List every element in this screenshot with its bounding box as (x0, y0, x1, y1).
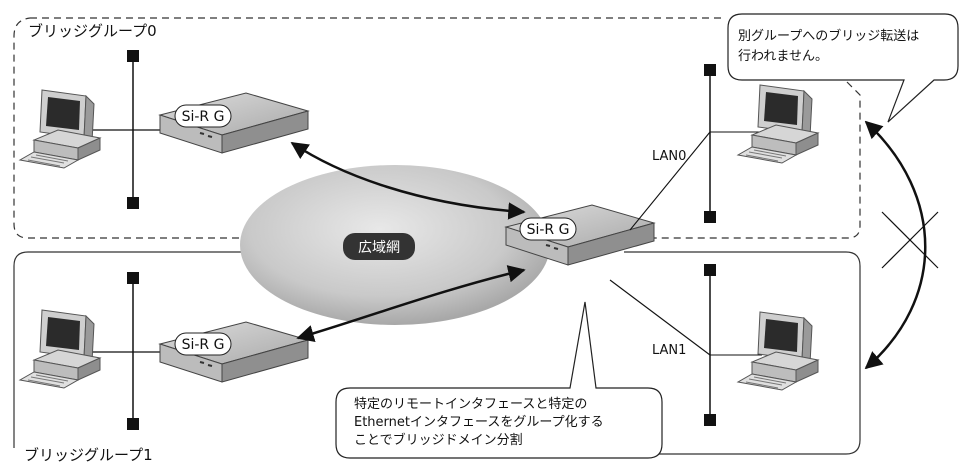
callout-bottom-line2: Ethernetインタフェースをグループ化する (354, 415, 604, 430)
bridge-group-0-boundary (13, 17, 861, 239)
lan-terminator (704, 211, 716, 223)
lan-terminator (704, 264, 716, 276)
pc-icon (19, 89, 101, 169)
pc-icon (19, 309, 101, 389)
wan-label: 広域網 (358, 240, 400, 256)
wan-label-bg (343, 233, 415, 260)
pc-icon (737, 84, 819, 164)
router-label-left-top: Si-R G (182, 109, 225, 125)
bridge-group-1-boundary (13, 251, 861, 455)
lan-terminator (127, 418, 139, 430)
blocked-x-mark (881, 211, 939, 269)
pc-icon (737, 311, 819, 391)
lan-terminator (127, 50, 139, 62)
lan-terminator (127, 272, 139, 284)
lan1-label: LAN1 (652, 343, 686, 358)
lan-terminator (704, 64, 716, 76)
router-label-left-bottom: Si-R G (182, 337, 225, 353)
callout-top-right-line2: 行われません。 (738, 49, 828, 64)
callout-bottom-line1: 特定のリモートインタフェースと特定の (354, 397, 587, 412)
lan0-label: LAN0 (652, 149, 686, 164)
wan-link-bottom (296, 265, 526, 343)
callout-bottom-line3: ことでブリッジドメイン分割 (354, 432, 523, 448)
lan-terminator (127, 197, 139, 209)
bridge-group-0-label: ブリッジグループ0 (28, 22, 157, 40)
wan-link-top (290, 141, 526, 220)
router-label-center: Si-R G (527, 222, 570, 238)
bridge-group-1-label: ブリッジグループ1 (24, 446, 153, 464)
blocked-transfer-arrow (864, 120, 927, 370)
lan-terminator (704, 414, 716, 426)
callout-top-right (727, 13, 959, 123)
callout-top-right-line1: 別グループへのブリッジ転送は (738, 28, 919, 44)
callout-bottom (335, 301, 663, 459)
